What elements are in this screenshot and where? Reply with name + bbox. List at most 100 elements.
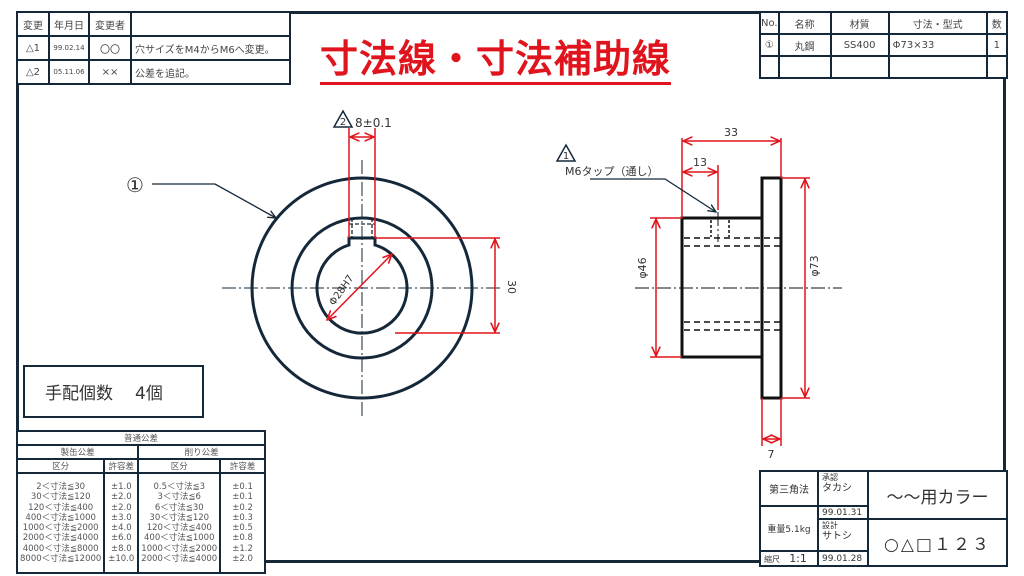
rev2-triangle-icon bbox=[332, 109, 354, 128]
tolerance-table: 普通公差 製缶公差 削り公差 区分 許容差 区分 許容差 2＜寸法≦30 30＜… bbox=[15, 430, 266, 575]
mach-tol: ±0.5 bbox=[232, 523, 253, 534]
tap-note-label: M6タップ（通し） bbox=[565, 165, 659, 178]
fab-range: 30＜寸法≦120 bbox=[30, 492, 91, 503]
rev2-mark: 2 bbox=[340, 117, 346, 128]
revision-table: 変更 年月日 変更者 △1 99.02.14 〇〇 穴サイズをM4からM6へ変更… bbox=[16, 11, 291, 85]
mach-tolerances: ±0.1 ±0.1 ±0.2 ±0.3 ±0.5 ±0.8 ±1.2 ±2.0 bbox=[219, 471, 266, 575]
mach-range: 1000＜寸法≦2000 bbox=[141, 543, 218, 554]
mach-tol: ±0.8 bbox=[232, 533, 253, 544]
fab-tol: ±8.0 bbox=[110, 543, 132, 554]
projection-method: 第三角法 bbox=[759, 470, 819, 507]
tolerance-col-header: 区分 bbox=[15, 458, 106, 474]
quantity-value: 4個 bbox=[135, 384, 163, 404]
flange-dia-label: φ73 bbox=[808, 255, 821, 276]
front-view bbox=[222, 160, 500, 418]
mach-tol: ±0.3 bbox=[232, 512, 253, 523]
part-name: ～～用カラー bbox=[867, 470, 1008, 520]
fab-tol: ±2.0 bbox=[110, 492, 132, 503]
fab-tol: ±6.0 bbox=[110, 533, 132, 544]
mach-tol: ±1.2 bbox=[232, 543, 253, 554]
revision-mark: △1 bbox=[16, 35, 50, 61]
parts-header: 数 bbox=[985, 11, 1009, 35]
fab-tol: ±3.0 bbox=[110, 512, 132, 523]
mach-tol: ±0.1 bbox=[232, 482, 253, 492]
mach-range: 6＜寸法≦30 bbox=[154, 502, 204, 513]
mach-range: 30＜寸法≦120 bbox=[149, 512, 210, 523]
designed-label: 設計 bbox=[822, 521, 838, 530]
fab-range: 400＜寸法≦1000 bbox=[25, 512, 96, 523]
keyway-width-label: 8±0.1 bbox=[355, 116, 392, 130]
scale-label: 縮尺 bbox=[764, 555, 780, 564]
design-cell: 設計 サトシ bbox=[817, 518, 869, 552]
tolerance-col-header: 許容差 bbox=[103, 458, 140, 474]
key-depth-label: 30 bbox=[505, 280, 518, 294]
mach-tol: ±0.1 bbox=[232, 492, 253, 503]
parts-header-row: No. 名称 材質 寸法・型式 数 bbox=[759, 11, 1009, 35]
page-title: 寸法線・寸法補助線 bbox=[320, 36, 672, 85]
fab-range: 4000＜寸法≦8000 bbox=[22, 543, 99, 554]
revision-note: 公差を追記。 bbox=[130, 59, 291, 85]
drawing-frame bbox=[16, 11, 1006, 563]
scale-cell: 縮尺 1:1 bbox=[759, 550, 819, 567]
fab-range: 120＜寸法≦400 bbox=[28, 502, 94, 513]
hub-dia-label: φ46 bbox=[636, 257, 649, 278]
tolerance-col-header: 許容差 bbox=[219, 458, 266, 474]
quantity-box: 手配個数 4個 bbox=[23, 365, 204, 418]
fab-range: 2000＜寸法≦4000 bbox=[22, 533, 99, 544]
side-view bbox=[635, 176, 842, 400]
mach-tol: ±2.0 bbox=[232, 554, 253, 565]
mach-range: 3＜寸法≦6 bbox=[157, 492, 201, 503]
parts-header: 材質 bbox=[829, 11, 890, 35]
parts-material: SS400 bbox=[829, 33, 890, 57]
revision-by: ×× bbox=[88, 59, 132, 85]
parts-row-empty bbox=[759, 55, 1009, 79]
part-number-label: ① bbox=[126, 173, 144, 197]
bore-label: Φ28H7 bbox=[328, 273, 357, 308]
parts-row: ① 丸鋼 SS400 Φ73×33 1 bbox=[759, 33, 1009, 57]
flange-thickness-label: 7 bbox=[768, 448, 775, 461]
fab-range: 2＜寸法≦30 bbox=[36, 482, 86, 492]
part-leader-line bbox=[152, 183, 276, 218]
keyway-hidden-lines bbox=[349, 218, 375, 238]
hidden-lines bbox=[684, 220, 780, 331]
designed-by: サトシ bbox=[822, 531, 852, 542]
parts-qty: 1 bbox=[985, 33, 1009, 57]
tolerance-group: 削り公差 bbox=[137, 444, 266, 460]
parts-header: 寸法・型式 bbox=[887, 11, 988, 35]
mach-range: 2000＜寸法≦4000 bbox=[141, 554, 218, 565]
side-dimensions bbox=[650, 138, 810, 446]
quantity-label: 手配個数 bbox=[45, 384, 113, 404]
approved-label: 承認 bbox=[822, 473, 838, 482]
tolerance-col-header: 区分 bbox=[137, 458, 222, 474]
revision-header-row: 変更 年月日 変更者 bbox=[16, 11, 291, 37]
revision-date: 99.02.14 bbox=[48, 35, 90, 61]
weight: 重量5.1kg bbox=[759, 505, 819, 552]
dim-bore bbox=[327, 254, 392, 320]
parts-name: 丸鋼 bbox=[777, 33, 832, 57]
revision-header: 年月日 bbox=[48, 11, 90, 37]
revision-by: 〇〇 bbox=[88, 35, 132, 61]
tap-leader-line bbox=[590, 178, 716, 212]
length-total-label: 33 bbox=[724, 126, 738, 139]
rev1-mark: 1 bbox=[563, 151, 569, 162]
fab-range: 1000＜寸法≦2000 bbox=[22, 523, 99, 534]
revision-date: 05.11.06 bbox=[48, 59, 90, 85]
title-block: 第三角法 承認 タカシ ～～用カラー 重量5.1kg 99.01.31 設計 サ… bbox=[759, 470, 1008, 567]
fab-tol: ±2.0 bbox=[110, 502, 132, 513]
revision-header bbox=[130, 11, 291, 37]
approval-cell: 承認 タカシ bbox=[817, 470, 869, 507]
tolerance-group: 製缶公差 bbox=[15, 444, 140, 460]
tolerance-title: 普通公差 bbox=[16, 430, 266, 446]
mach-tol: ±0.2 bbox=[232, 502, 253, 513]
fab-ranges: 2＜寸法≦30 30＜寸法≦120 120＜寸法≦400 400＜寸法≦1000… bbox=[15, 471, 106, 575]
designed-date: 99.01.28 bbox=[817, 550, 869, 567]
fab-tol: ±4.0 bbox=[110, 523, 132, 534]
revision-row: △2 05.11.06 ×× 公差を追記。 bbox=[16, 59, 291, 85]
mach-range: 0.5＜寸法≦3 bbox=[153, 482, 206, 492]
rev1-triangle-icon bbox=[555, 143, 577, 162]
mach-range: 120＜寸法≦400 bbox=[146, 523, 212, 534]
parts-list-table: No. 名称 材質 寸法・型式 数 ① 丸鋼 SS400 Φ73×33 1 bbox=[759, 11, 1009, 79]
revision-header: 変更 bbox=[16, 11, 50, 37]
fab-range: 8000＜寸法≦12000 bbox=[20, 554, 102, 565]
